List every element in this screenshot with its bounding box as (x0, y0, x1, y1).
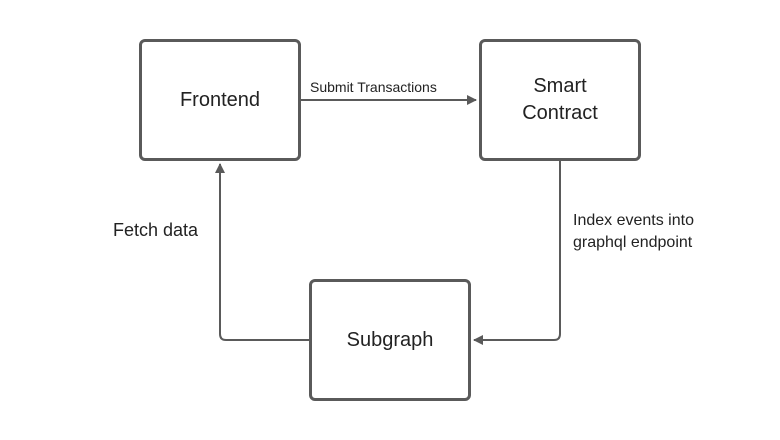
frontend-label: Frontend (179, 88, 261, 111)
subgraph-node[interactable]: Subgraph (309, 279, 471, 401)
submit-transactions-label: Submit Transactions (310, 79, 437, 95)
frontend-node[interactable]: Frontend (139, 39, 301, 161)
smart-contract-label-line2: Contract (522, 102, 598, 124)
index-events-arrow (473, 161, 561, 345)
index-events-label-line2: graphql endpoint (573, 234, 693, 251)
subgraph-label: Subgraph (346, 328, 434, 351)
smart-contract-node[interactable]: Smart Contract (479, 39, 641, 161)
smart-contract-label: Smart Contract (522, 73, 598, 127)
index-events-label: Index events into graphql endpoint (573, 210, 733, 254)
smart-contract-label-line1: Smart (533, 75, 587, 97)
fetch-data-label: Fetch data (113, 220, 199, 240)
fetch-data-arrow (215, 163, 309, 341)
index-events-label-line1: Index events into (573, 212, 694, 229)
